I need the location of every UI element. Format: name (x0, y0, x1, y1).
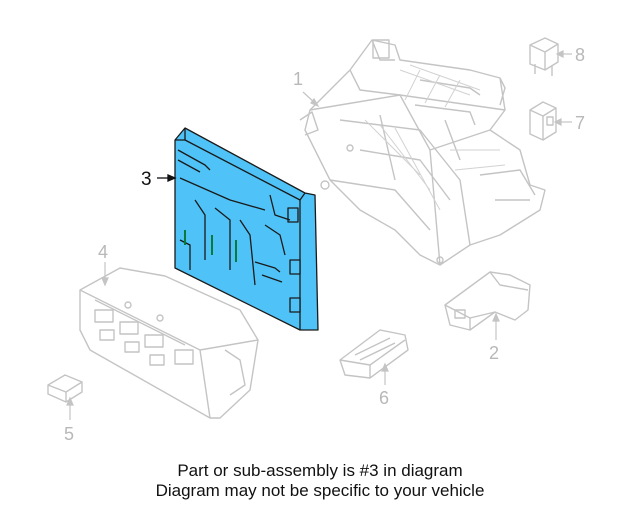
callout-3: 3 (141, 169, 152, 190)
callout-8: 8 (575, 45, 586, 65)
banner-line-2: Diagram may not be specific to your vehi… (155, 481, 485, 500)
callout-2: 2 (489, 343, 500, 363)
part-8-relay (529, 37, 559, 76)
info-banner: Part or sub-assembly is #3 in diagram Di… (16, 457, 624, 505)
leader-lines (66, 50, 572, 420)
part-6-connector (339, 329, 409, 379)
callout-5: 5 (64, 424, 75, 444)
parts-diagram (47, 37, 572, 420)
part-3-leader (157, 174, 177, 182)
callout-1: 1 (293, 69, 304, 89)
callout-4: 4 (98, 242, 109, 262)
callout-6: 6 (379, 388, 390, 408)
part-1-hvac-grille (364, 64, 506, 211)
banner-line-1: Part or sub-assembly is #3 in diagram (177, 461, 463, 480)
part-2-bracket (444, 271, 531, 331)
part-3-control-module (174, 127, 319, 331)
part-5-clip (47, 374, 83, 403)
part-7-relay (529, 101, 557, 141)
part-4-fuse-box (79, 267, 259, 419)
callout-7: 7 (575, 113, 586, 133)
part-1-hvac-housing (299, 39, 546, 266)
